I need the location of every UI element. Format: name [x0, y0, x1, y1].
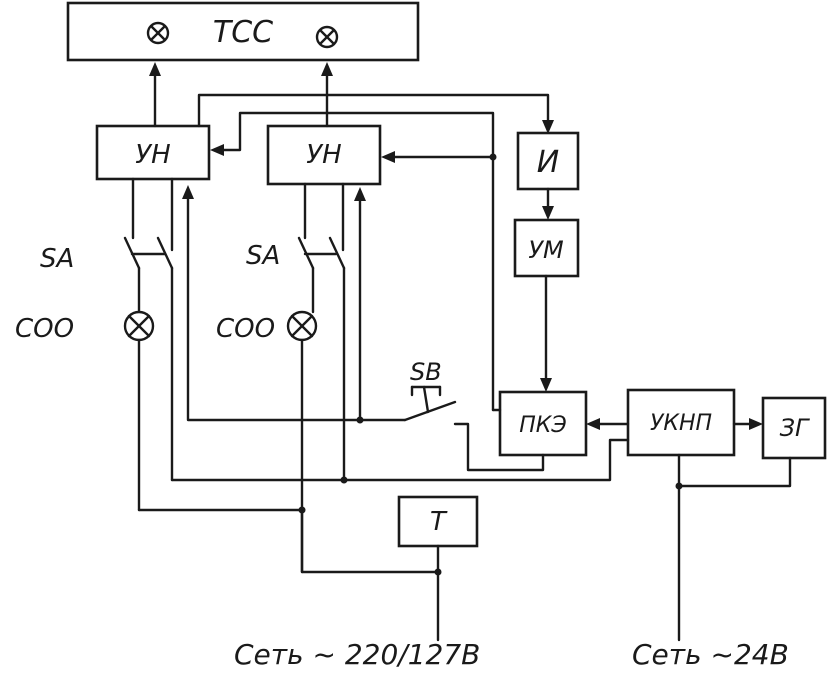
wire-feed-un-left: [218, 111, 495, 412]
junction-dot: [489, 153, 497, 161]
uknp-label: УКНП: [650, 411, 712, 436]
tss-label: ТСС: [213, 15, 273, 50]
wire-return-un-left: [186, 193, 362, 422]
soo-label-right: СОО: [216, 314, 275, 344]
soo-lamp-icon-left: [123, 310, 155, 342]
zg-block: [761, 396, 827, 460]
un-block-left: [95, 124, 211, 181]
i-block: [516, 131, 580, 191]
tss-block: [66, 1, 420, 62]
pke-label: ПКЭ: [519, 413, 567, 438]
arrow-down-icon: [540, 378, 552, 392]
t-label: Т: [430, 507, 448, 537]
sb-label: SB: [410, 358, 442, 386]
wire-common-bus: [170, 438, 630, 482]
un-label-right: УН: [306, 140, 341, 170]
wire-bus-to-i: [197, 93, 550, 128]
tss-lamp-icon-left: [146, 21, 170, 45]
un-label-left: УН: [135, 140, 170, 170]
arrow-up-icon: [182, 185, 194, 199]
arrow-down-icon: [542, 206, 554, 220]
arrow-down-icon: [542, 120, 554, 134]
arrow-right-icon: [749, 418, 763, 430]
wire-uknp-24v: [677, 453, 792, 488]
sa-label-left: SA: [40, 244, 74, 274]
uknp-block: [626, 388, 736, 457]
tss-lamp-icon-right: [315, 25, 339, 49]
mains-220-label: Сеть ~ 220/127В: [234, 638, 480, 671]
soo-lamp-icon-right: [286, 310, 318, 342]
zg-label: ЗГ: [780, 414, 810, 442]
sa-right-blade-b: [328, 236, 346, 270]
sb-contact: [403, 400, 457, 422]
arrow-up-icon: [321, 62, 333, 76]
wire-sb-to-pke: [453, 422, 545, 472]
sa-label-right: SA: [246, 241, 280, 271]
un-block-right: [266, 124, 382, 186]
arrow-left-icon: [586, 418, 600, 430]
wire-t-to-bus: [300, 508, 440, 574]
junction-dot: [340, 476, 348, 484]
arrow-left-icon: [210, 144, 224, 156]
sb-plunger: [422, 385, 430, 414]
soo-label-left: СОО: [15, 314, 74, 344]
um-label: УМ: [528, 236, 564, 264]
arrow-left-icon: [381, 151, 395, 163]
arrow-up-icon: [354, 187, 366, 201]
pke-block: [498, 390, 588, 457]
mains-24-label: Сеть ~24В: [632, 638, 789, 671]
i-label: И: [537, 145, 559, 180]
arrow-up-icon: [149, 62, 161, 76]
